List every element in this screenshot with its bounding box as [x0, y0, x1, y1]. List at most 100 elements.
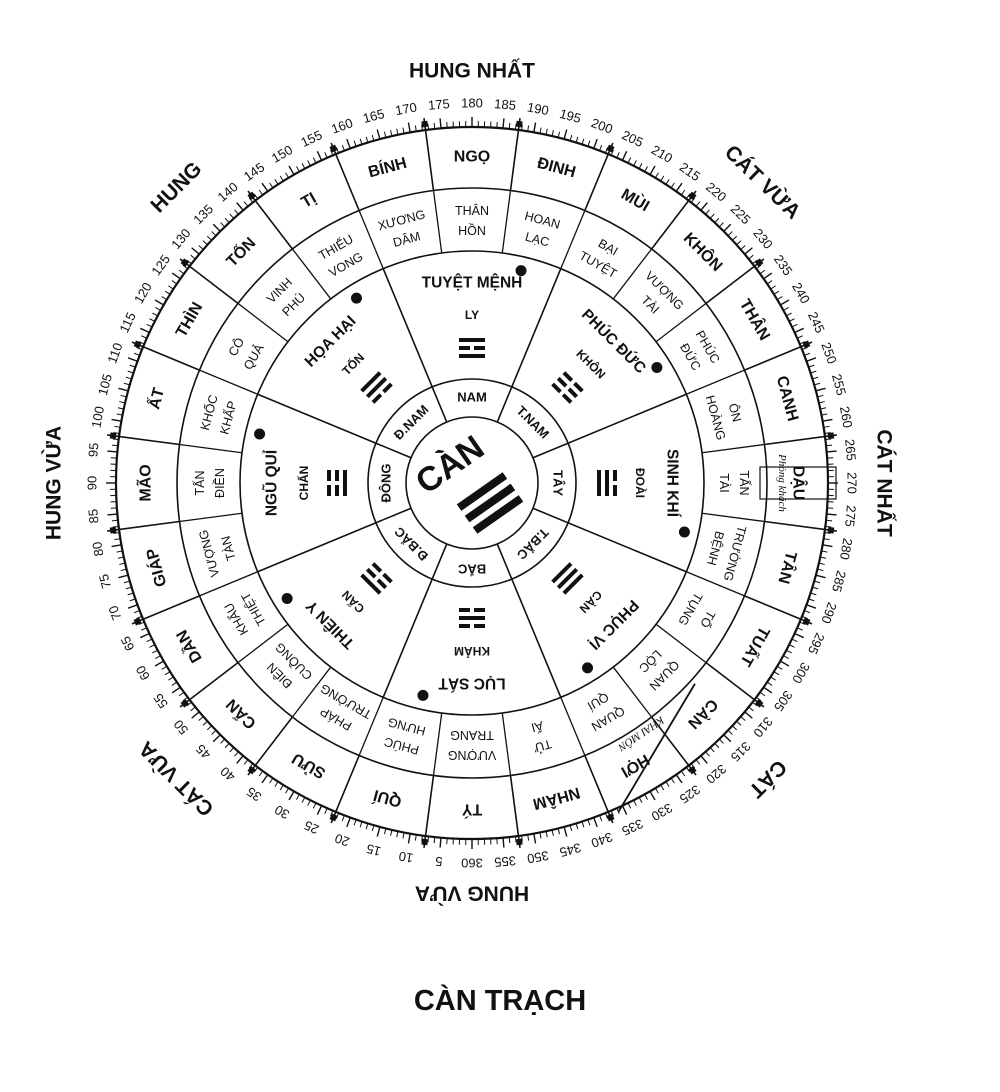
direction-fortune-label: CÁT NHẤT [873, 429, 896, 536]
trigram-line [556, 376, 579, 399]
trigram-line [365, 567, 388, 590]
degree-tick [649, 165, 656, 176]
degree-tick [324, 808, 328, 814]
trigram-line [327, 470, 331, 496]
degree-tick [521, 124, 523, 131]
living-room-note: Phòng khách [776, 453, 788, 512]
degree-tick [154, 660, 165, 667]
degree-tick [718, 222, 724, 228]
degree-tick [817, 394, 824, 398]
degree-tick [797, 627, 803, 631]
degree-tick [756, 264, 762, 270]
degree-tick [763, 686, 773, 694]
mountain-marker [688, 765, 697, 775]
mountain-label: MÙI [618, 184, 653, 215]
degree-label: 315 [728, 739, 754, 765]
mountain-divider [509, 118, 521, 191]
degree-tick [825, 444, 833, 447]
degree-label: 245 [805, 309, 828, 335]
trigram-name: CẤN [338, 588, 367, 617]
degree-tick [341, 144, 345, 151]
degree-label: 165 [361, 106, 386, 126]
degree-label: 220 [703, 179, 729, 204]
degree-tick [808, 364, 815, 368]
degree-tick [773, 671, 780, 676]
degree-tick [776, 296, 783, 301]
degree-label: 325 [677, 782, 703, 807]
degree-tick [346, 138, 351, 149]
degree-tick [660, 784, 665, 791]
yin-line [382, 572, 393, 584]
degree-label: 105 [95, 372, 115, 397]
degree-tick [766, 681, 773, 686]
yin-line [562, 371, 574, 382]
degree-tick [779, 299, 790, 306]
degree-tick [112, 438, 119, 441]
degree-tick [427, 123, 430, 130]
degree-tick [727, 231, 733, 237]
star-divider [237, 302, 289, 343]
center-yang-line [464, 483, 516, 523]
star-word: LẠC [524, 230, 551, 250]
degree-label: 250 [818, 340, 840, 366]
degree-tick [723, 734, 732, 743]
mountain-divider [764, 520, 837, 532]
degree-tick [182, 264, 188, 270]
degree-tick [759, 691, 766, 697]
star-divider [612, 666, 653, 718]
degree-tick [141, 335, 147, 339]
degree-tick [587, 140, 591, 147]
star-divider [686, 571, 745, 597]
degree-tick [301, 163, 306, 169]
degree-tick [123, 382, 130, 386]
degree-tick [788, 644, 795, 648]
degree-tick [125, 586, 132, 590]
degree-tick [307, 160, 311, 167]
degree-tick [508, 836, 511, 844]
door-line [617, 683, 696, 813]
degree-tick [599, 815, 603, 822]
degree-label: 25 [302, 818, 321, 838]
degree-tick [557, 828, 561, 835]
degree-tick [261, 182, 269, 192]
mountain-marker [827, 432, 835, 440]
degree-label: 285 [829, 569, 849, 594]
star-word: TÀI [638, 292, 662, 316]
degree-tick [581, 821, 585, 828]
mountain-divider [423, 775, 435, 848]
degree-label: 195 [558, 106, 583, 126]
degree-tick [705, 209, 710, 215]
yin-line [335, 485, 339, 496]
palace-dot [651, 361, 663, 373]
degree-label: 140 [215, 179, 241, 204]
star-divider [199, 571, 258, 597]
yang-line [551, 562, 573, 584]
mountain-label: TỊ [299, 190, 320, 212]
degree-tick [335, 147, 340, 154]
degree-tick [783, 655, 789, 659]
yin-line [474, 624, 485, 628]
degree-tick [825, 438, 832, 441]
degree-label: 330 [649, 800, 675, 824]
degree-tick [138, 341, 145, 345]
degree-tick [786, 312, 792, 317]
star-word: PHÚC [382, 734, 420, 758]
degree-tick [168, 676, 174, 681]
degree-tick [330, 810, 334, 817]
degree-tick [815, 574, 826, 579]
yang-line [360, 371, 382, 393]
degree-label: 45 [193, 741, 214, 762]
degree-tick [815, 387, 826, 392]
direction-label: T.BẮC [514, 525, 552, 563]
degree-tick [799, 341, 806, 345]
degree-tick [191, 247, 200, 255]
mountain-marker [827, 526, 835, 534]
degree-tick [371, 825, 375, 832]
degree-tick [599, 144, 603, 151]
trigram-symbol [459, 608, 485, 628]
degree-tick [551, 130, 554, 137]
degree-tick [695, 201, 701, 207]
degree-tick [146, 638, 153, 643]
degree-label: 20 [333, 831, 352, 850]
mountain-divider [584, 142, 614, 211]
